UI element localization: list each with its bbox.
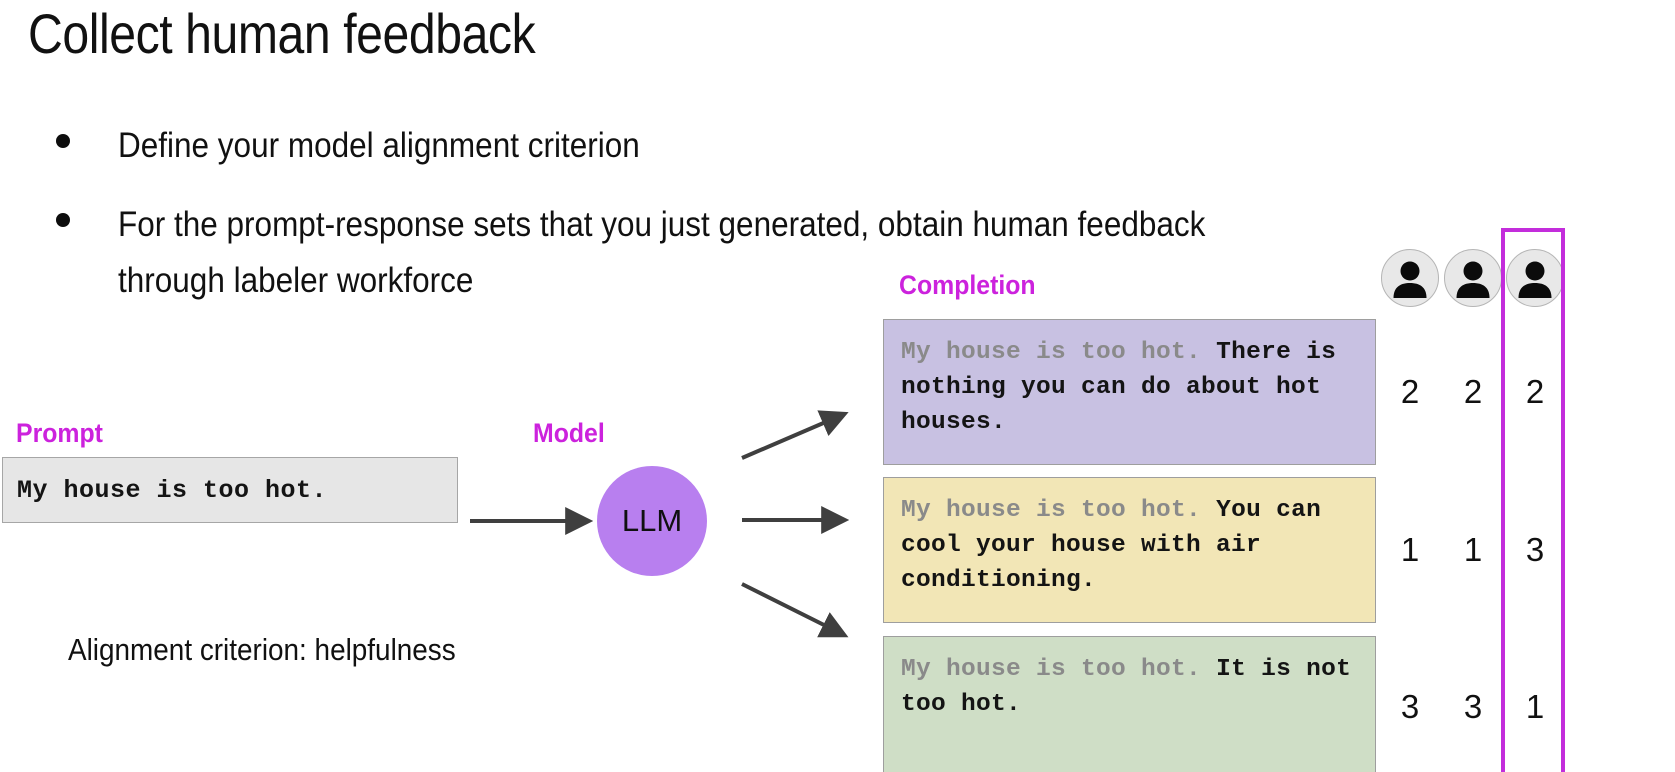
completion-label: Completion bbox=[899, 270, 1036, 300]
bullet-text: Define your model alignment criterion bbox=[118, 126, 640, 165]
rating-value: 2 bbox=[1463, 373, 1483, 410]
arrow-model-to-completion-1 bbox=[741, 410, 849, 460]
completion-prompt-echo: My house is too hot. bbox=[901, 497, 1217, 524]
labeler-avatar[interactable] bbox=[1506, 249, 1564, 307]
labeler-column-highlight bbox=[1501, 228, 1565, 772]
alignment-criterion-note: Alignment criterion: helpfulness bbox=[68, 632, 456, 667]
completion-box: My house is too hot. You can cool your h… bbox=[883, 477, 1376, 623]
person-avatar-icon bbox=[1393, 261, 1427, 298]
prompt-box: My house is too hot. bbox=[2, 457, 458, 523]
completion-prompt-echo: My house is too hot. bbox=[901, 656, 1217, 683]
bullet-dot-icon bbox=[56, 134, 70, 148]
person-avatar-icon bbox=[1518, 261, 1552, 298]
arrow-model-to-completion-2 bbox=[742, 506, 850, 534]
rating-value: 1 bbox=[1400, 531, 1420, 568]
arrow-model-to-completion-3 bbox=[741, 582, 849, 638]
rating-value: 2 bbox=[1525, 373, 1545, 410]
rating-value: 3 bbox=[1525, 531, 1545, 568]
rating-value: 1 bbox=[1463, 531, 1483, 568]
labeler-avatar[interactable] bbox=[1381, 249, 1439, 307]
bullet-dot-icon bbox=[56, 212, 70, 227]
completion-prompt-echo: My house is too hot. bbox=[901, 339, 1217, 366]
rating-value: 3 bbox=[1463, 688, 1483, 725]
prompt-text: My house is too hot. bbox=[17, 475, 328, 505]
completion-box: My house is too hot. It is not too hot. bbox=[883, 636, 1376, 772]
rating-value: 3 bbox=[1400, 688, 1420, 725]
completion-response: There is nothing you can do about hot ho… bbox=[901, 339, 1352, 436]
page-title: Collect human feedback bbox=[28, 2, 536, 65]
rating-value: 1 bbox=[1525, 688, 1545, 725]
person-avatar-icon bbox=[1456, 261, 1490, 298]
bullet-list: Define your model alignment criterion Fo… bbox=[56, 118, 1376, 332]
prompt-label: Prompt bbox=[16, 418, 103, 448]
rating-value: 2 bbox=[1400, 373, 1420, 410]
bullet-text: For the prompt-response sets that you ju… bbox=[118, 204, 1206, 301]
llm-node: LLM bbox=[597, 466, 707, 576]
model-label: Model bbox=[533, 418, 605, 448]
list-item: Define your model alignment criterion bbox=[56, 118, 1376, 175]
completion-response: You can cool your house with air conditi… bbox=[901, 497, 1337, 594]
completion-response: It is not too hot. bbox=[901, 656, 1367, 718]
arrow-prompt-to-model bbox=[470, 507, 594, 535]
llm-label: LLM bbox=[621, 503, 683, 538]
labeler-avatar[interactable] bbox=[1444, 249, 1502, 307]
completion-box: My house is too hot. There is nothing yo… bbox=[883, 319, 1376, 465]
list-item: For the prompt-response sets that you ju… bbox=[56, 197, 1376, 310]
